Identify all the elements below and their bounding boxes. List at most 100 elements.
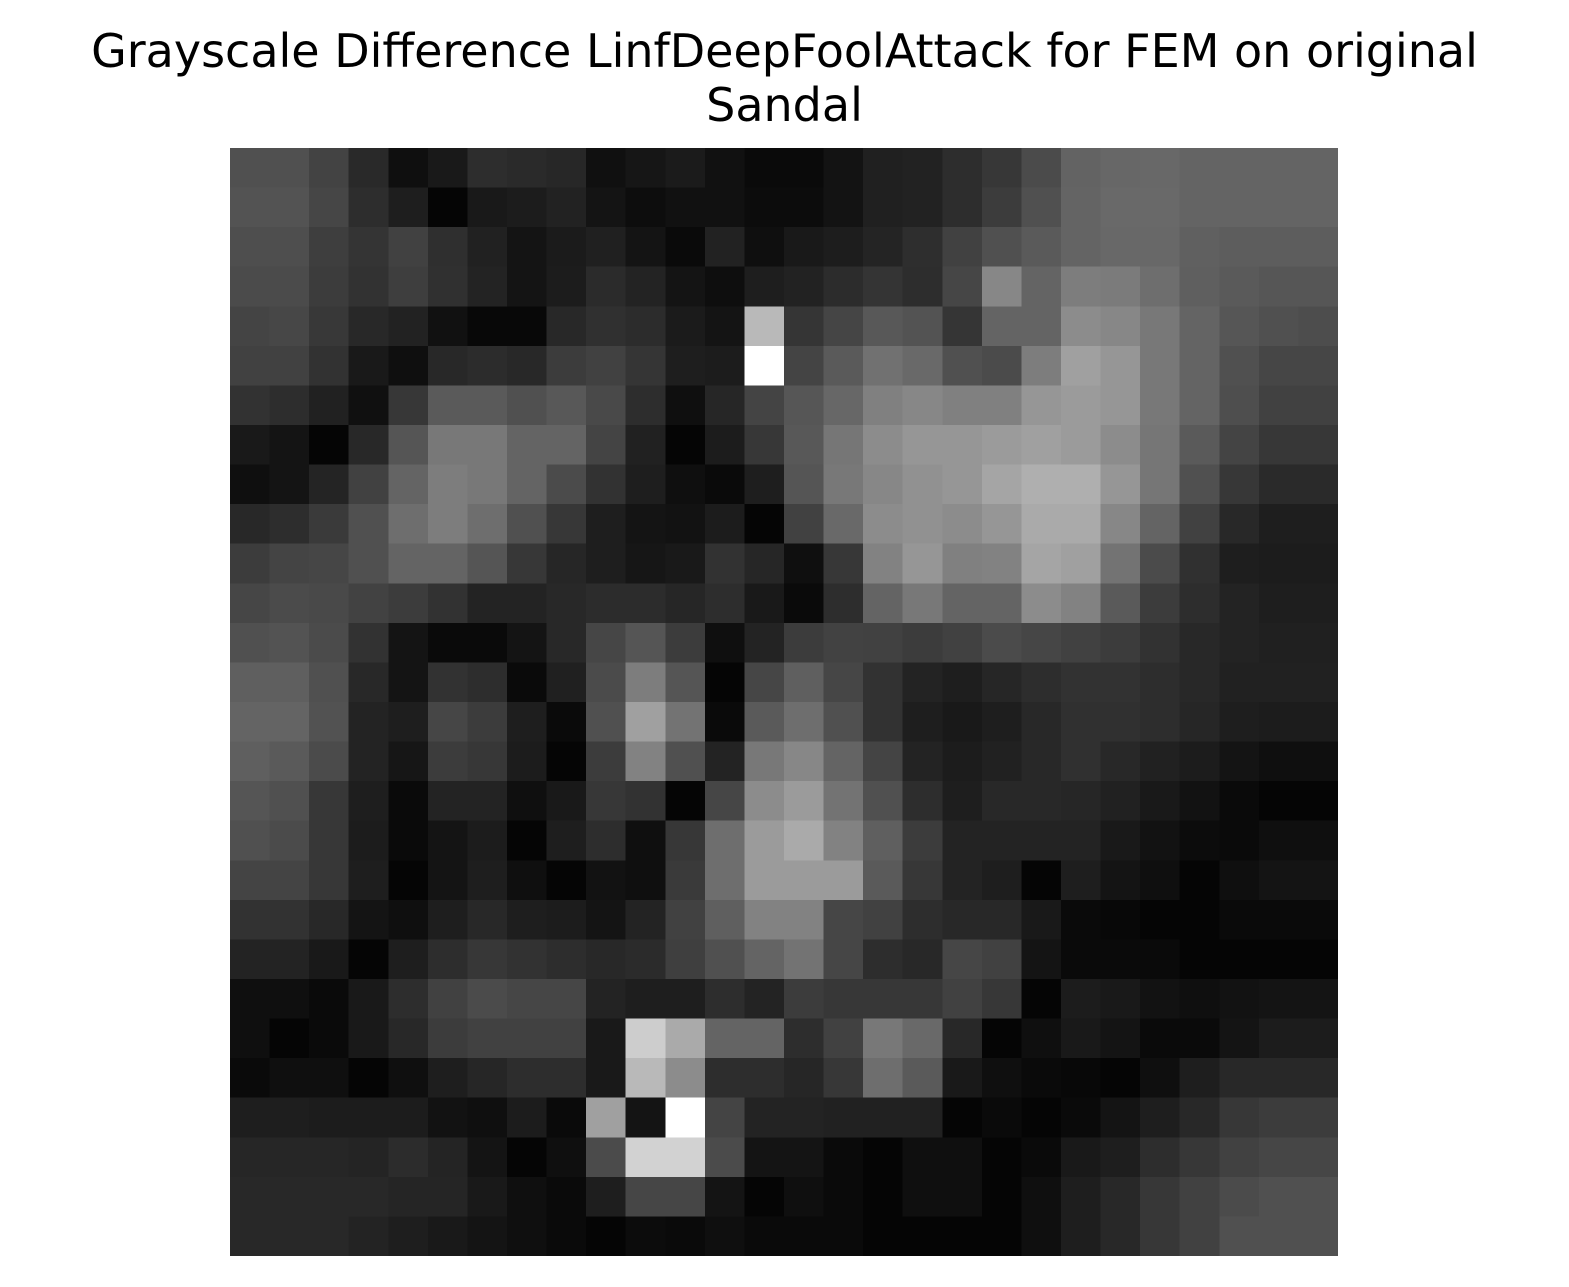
heatmap-cell-r5-c24 — [1179, 345, 1220, 387]
heatmap-cell-r23-c15 — [823, 1058, 864, 1099]
heatmap-cell-r10-c15 — [823, 543, 864, 584]
heatmap-cell-r0-c15 — [823, 148, 864, 189]
heatmap-cell-r1-c1 — [269, 187, 310, 228]
heatmap-cell-r11-c26 — [1258, 583, 1300, 624]
heatmap-cell-r19-c21 — [1061, 899, 1102, 941]
heatmap-cell-r2-c0 — [230, 227, 271, 268]
heatmap-cell-r25-c2 — [309, 1137, 350, 1178]
heatmap-cell-r27-c22 — [1100, 1216, 1141, 1256]
heatmap-cell-r2-c3 — [348, 227, 389, 268]
heatmap-cell-r9-c19 — [981, 504, 1023, 545]
heatmap-cell-r10-c11 — [665, 543, 706, 584]
heatmap-cell-r18-c21 — [1061, 860, 1102, 901]
heatmap-cell-r2-c24 — [1179, 227, 1220, 268]
heatmap-cell-r18-c3 — [348, 860, 389, 901]
heatmap-cell-r1-c3 — [348, 187, 389, 228]
heatmap-cell-r9-c0 — [230, 504, 271, 545]
heatmap-cell-r0-c4 — [388, 148, 429, 189]
heatmap-cell-r22-c13 — [744, 1018, 785, 1059]
heatmap-cell-r16-c15 — [823, 781, 864, 822]
heatmap-cell-r20-c22 — [1100, 939, 1141, 980]
heatmap-cell-r6-c5 — [427, 385, 469, 426]
heatmap-cell-r20-c2 — [309, 939, 350, 980]
heatmap-cell-r3-c3 — [348, 266, 389, 307]
heatmap-cell-r5-c27 — [1298, 345, 1338, 387]
heatmap-cell-r10-c2 — [309, 543, 350, 584]
heatmap-cell-r16-c23 — [1140, 781, 1181, 822]
heatmap-cell-r25-c5 — [427, 1137, 469, 1178]
heatmap-cell-r18-c6 — [467, 860, 508, 901]
heatmap-cell-r7-c15 — [823, 425, 864, 466]
heatmap-cell-r3-c12 — [704, 266, 746, 307]
heatmap-cell-r18-c10 — [625, 860, 666, 901]
heatmap-cell-r23-c22 — [1100, 1058, 1141, 1099]
heatmap-cell-r10-c24 — [1179, 543, 1220, 584]
heatmap-cell-r0-c23 — [1140, 148, 1181, 189]
heatmap-cell-r0-c9 — [586, 148, 627, 189]
heatmap-cell-r22-c7 — [507, 1018, 548, 1059]
heatmap-cell-r17-c18 — [942, 820, 983, 861]
heatmap-cell-r17-c5 — [427, 820, 469, 861]
heatmap-cell-r25-c24 — [1179, 1137, 1220, 1178]
heatmap-cell-r2-c20 — [1021, 227, 1062, 268]
heatmap-cell-r21-c9 — [586, 979, 627, 1020]
heatmap-cell-r19-c13 — [744, 899, 785, 941]
heatmap-cell-r13-c19 — [981, 662, 1023, 703]
heatmap-cell-r18-c15 — [823, 860, 864, 901]
heatmap-cell-r1-c6 — [467, 187, 508, 228]
heatmap-cell-r27-c2 — [309, 1216, 350, 1256]
heatmap-cell-r18-c2 — [309, 860, 350, 901]
heatmap-cell-r4-c11 — [665, 306, 706, 347]
heatmap-cell-r25-c18 — [942, 1137, 983, 1178]
heatmap-cell-r3-c27 — [1298, 266, 1338, 307]
heatmap-cell-r19-c4 — [388, 899, 429, 941]
heatmap-cell-r9-c27 — [1298, 504, 1338, 545]
heatmap-cell-r20-c21 — [1061, 939, 1102, 980]
heatmap-cell-r20-c12 — [704, 939, 746, 980]
heatmap-cell-r24-c9 — [586, 1097, 627, 1138]
heatmap-cell-r3-c11 — [665, 266, 706, 307]
heatmap-cell-r9-c18 — [942, 504, 983, 545]
heatmap-cell-r0-c17 — [902, 148, 943, 189]
heatmap-cell-r15-c25 — [1219, 741, 1260, 782]
heatmap-cell-r16-c11 — [665, 781, 706, 822]
heatmap-cell-r21-c18 — [942, 979, 983, 1020]
heatmap-cell-r26-c8 — [546, 1176, 587, 1218]
heatmap-cell-r20-c11 — [665, 939, 706, 980]
heatmap-cell-r23-c26 — [1258, 1058, 1300, 1099]
heatmap-cell-r12-c23 — [1140, 622, 1181, 664]
chart-title-line-1: Grayscale Difference LinfDeepFoolAttack … — [91, 24, 1478, 78]
heatmap-cell-r19-c18 — [942, 899, 983, 941]
heatmap-cell-r25-c20 — [1021, 1137, 1062, 1178]
heatmap-cell-r26-c26 — [1258, 1176, 1300, 1218]
heatmap-cell-r3-c13 — [744, 266, 785, 307]
heatmap-cell-r27-c1 — [269, 1216, 310, 1256]
heatmap-cell-r15-c18 — [942, 741, 983, 782]
heatmap-cell-r14-c15 — [823, 702, 864, 743]
heatmap-cell-r25-c12 — [704, 1137, 746, 1178]
heatmap-cell-r14-c20 — [1021, 702, 1062, 743]
heatmap-cell-r3-c24 — [1179, 266, 1220, 307]
heatmap-cell-r15-c2 — [309, 741, 350, 782]
heatmap-cell-r13-c3 — [348, 662, 389, 703]
heatmap-cell-r18-c7 — [507, 860, 548, 901]
heatmap-cell-r16-c26 — [1258, 781, 1300, 822]
heatmap-cell-r5-c22 — [1100, 345, 1141, 387]
heatmap-cell-r20-c16 — [863, 939, 904, 980]
heatmap-cell-r18-c25 — [1219, 860, 1260, 901]
heatmap-cell-r17-c26 — [1258, 820, 1300, 861]
heatmap-cell-r18-c14 — [784, 860, 825, 901]
heatmap-cell-r21-c6 — [467, 979, 508, 1020]
heatmap-cell-r20-c18 — [942, 939, 983, 980]
heatmap-cell-r0-c5 — [427, 148, 469, 189]
heatmap-cell-r5-c0 — [230, 345, 271, 387]
heatmap-cell-r6-c0 — [230, 385, 271, 426]
heatmap-cell-r12-c7 — [507, 622, 548, 664]
heatmap-cell-r1-c24 — [1179, 187, 1220, 228]
heatmap-cell-r14-c9 — [586, 702, 627, 743]
heatmap-cell-r13-c13 — [744, 662, 785, 703]
heatmap-cell-r24-c13 — [744, 1097, 785, 1138]
heatmap-cell-r23-c8 — [546, 1058, 587, 1099]
heatmap-cell-r16-c19 — [981, 781, 1023, 822]
heatmap-cell-r24-c4 — [388, 1097, 429, 1138]
